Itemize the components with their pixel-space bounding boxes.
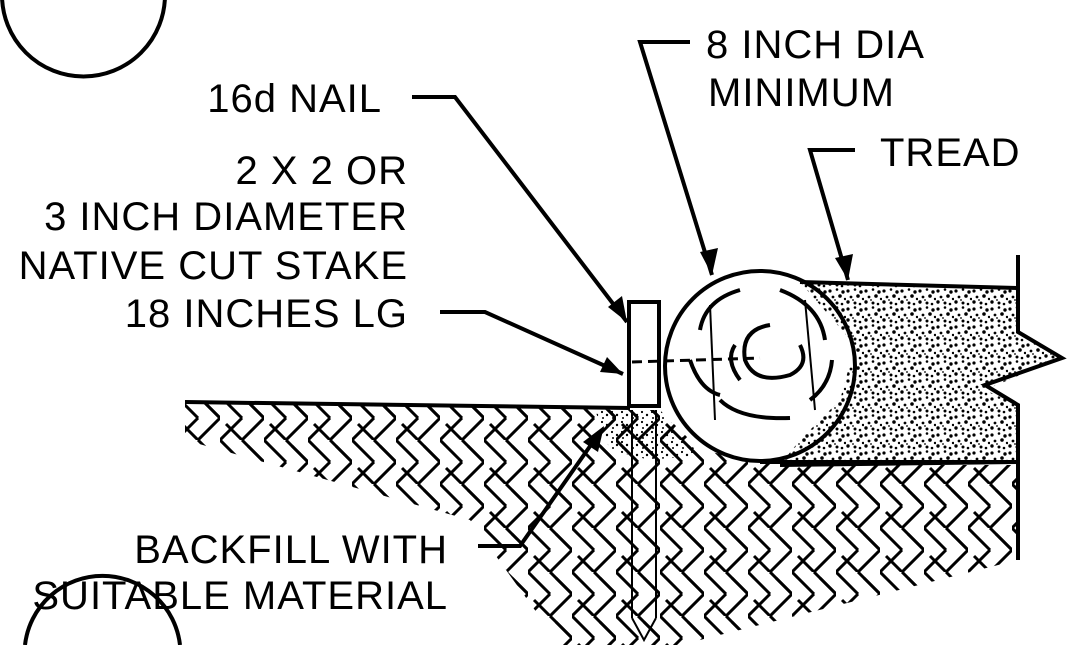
leader-backfill [478, 430, 602, 548]
leader-log [637, 40, 714, 276]
backfill-zone [595, 410, 700, 460]
detail-bubble-top [0, 0, 167, 79]
label-nail: 16d NAIL [207, 77, 382, 121]
arrow-tread [835, 254, 853, 280]
leader-stake [440, 310, 624, 376]
nail [631, 356, 761, 364]
log [663, 269, 857, 463]
label-backfill-line2: SUITABLE MATERIAL [32, 574, 448, 618]
label-log-line1: 8 INCH DIA [706, 23, 925, 67]
label-log-line2: MINIMUM [708, 71, 895, 115]
label-backfill-line1: BACKFILL WITH [134, 528, 448, 572]
arrow-stake [600, 357, 623, 374]
stake [627, 300, 661, 643]
arrow-backfill [583, 426, 604, 452]
detail-bubble-bottom [23, 573, 182, 645]
leader-tread [807, 148, 855, 281]
arrow-nail [608, 296, 627, 322]
label-stake-line4: 18 INCHES LG [125, 292, 408, 336]
label-stake-line2: 3 INCH DIAMETER [44, 195, 408, 239]
leader-nail [412, 95, 629, 324]
break-line [980, 255, 1067, 560]
label-stake-line3: NATIVE CUT STAKE [19, 244, 408, 288]
arrow-log [700, 248, 718, 275]
label-tread: TREAD [880, 131, 1021, 175]
label-stake-line1: 2 X 2 OR [235, 149, 408, 193]
tread-gravel [760, 280, 1060, 465]
